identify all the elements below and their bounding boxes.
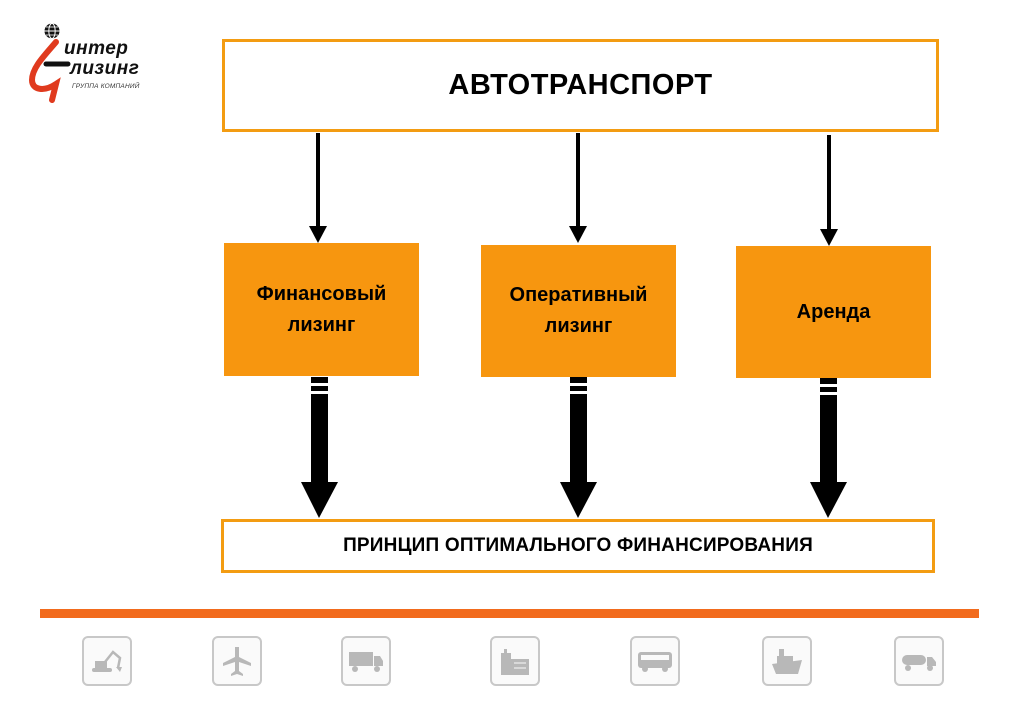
rent-box: Аренда xyxy=(736,246,931,378)
operating-leasing-box: Оперативный лизинг xyxy=(481,245,676,377)
principle-title: ПРИНЦИП ОПТИМАЛЬНОГО ФИНАНСИРОВАНИЯ xyxy=(343,535,813,556)
excavator-icon xyxy=(82,636,132,686)
thin-arrow-1 xyxy=(309,133,327,243)
thin-arrow-2 xyxy=(569,133,587,243)
thin-arrow-3 xyxy=(820,135,838,246)
logo-subtitle: ГРУППА КОМПАНИЙ xyxy=(72,83,140,90)
thick-arrow-3 xyxy=(810,378,847,518)
airplane-icon xyxy=(212,636,262,686)
truck-icon xyxy=(341,636,391,686)
logo-text-line2: лизинг xyxy=(70,58,140,79)
operating-leasing-label-line1: Оперативный xyxy=(509,284,648,306)
top-category-title: АВТОТРАНСПОРТ xyxy=(448,69,713,101)
thick-arrow-1 xyxy=(301,377,338,518)
logo-mark-icon xyxy=(28,23,71,103)
principle-box: ПРИНЦИП ОПТИМАЛЬНОГО ФИНАНСИРОВАНИЯ xyxy=(221,519,935,573)
ship-icon xyxy=(762,636,812,686)
building-icon xyxy=(490,636,540,686)
orange-divider xyxy=(40,609,979,618)
operating-leasing-label-line2: лизинг xyxy=(544,315,613,337)
thick-arrow-2 xyxy=(560,377,597,518)
financial-leasing-box: Финансовый лизинг xyxy=(224,243,419,376)
top-category-box: АВТОТРАНСПОРТ xyxy=(222,39,939,132)
tanker-truck-icon xyxy=(894,636,944,686)
financial-leasing-label-line2: лизинг xyxy=(287,313,356,336)
company-logo: интер лизинг ГРУППА КОМПАНИЙ xyxy=(22,22,162,112)
bus-icon xyxy=(630,636,680,686)
financial-leasing-label-line1: Финансовый xyxy=(256,282,387,305)
logo-text-line1: интер xyxy=(64,38,129,59)
rent-label: Аренда xyxy=(796,300,871,323)
